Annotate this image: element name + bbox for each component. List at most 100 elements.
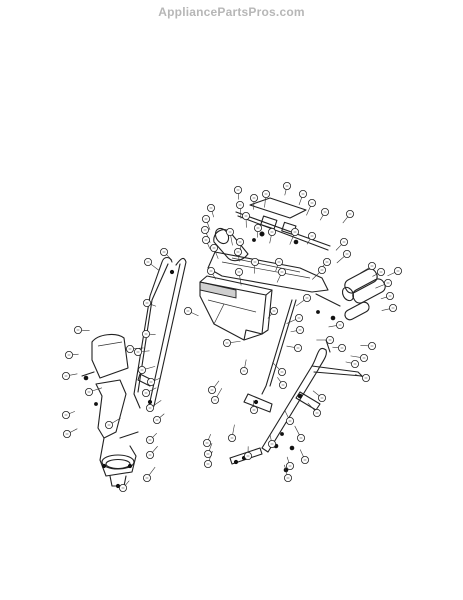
leader-line <box>312 272 320 280</box>
callout-bubble <box>320 207 329 216</box>
callout-bubble <box>325 335 334 344</box>
callout-bubble <box>62 410 71 419</box>
leader-line <box>350 355 361 358</box>
callout-bubble <box>133 347 142 356</box>
callout-bubble <box>342 249 351 258</box>
leader-line <box>380 296 387 300</box>
leader-line <box>145 366 156 370</box>
callout-bubble <box>267 439 276 448</box>
callout-bubble <box>145 435 154 444</box>
leader-line <box>208 443 213 451</box>
callout-bubble <box>388 303 397 312</box>
leader-line <box>342 216 348 224</box>
leader-line <box>336 256 345 264</box>
leader-line <box>312 390 320 396</box>
leader-line <box>272 362 280 370</box>
callout-bubble <box>335 320 344 329</box>
leader-line <box>269 235 272 244</box>
leader-line <box>298 197 303 206</box>
callout-bubble <box>300 455 309 464</box>
leader-line <box>191 312 199 317</box>
callout-bubble <box>203 459 212 468</box>
leader-line <box>92 387 103 392</box>
callout-bubble <box>142 473 151 482</box>
leader-line <box>159 413 165 418</box>
leader-line <box>230 340 241 343</box>
callout-bubble <box>290 227 299 236</box>
callout-bubble <box>210 395 219 404</box>
leader-line <box>360 267 370 274</box>
shift-rod <box>261 299 293 395</box>
callout-bubble <box>85 387 94 396</box>
callout-bubble <box>143 257 152 266</box>
callout-bubble <box>206 266 215 275</box>
callout-bubble <box>385 291 394 300</box>
callout-bubble <box>126 344 135 353</box>
callout-bubbles <box>62 181 402 492</box>
callout-bubble <box>393 266 402 275</box>
callout-bubble <box>141 388 150 397</box>
callout-bubble <box>274 257 283 266</box>
callout-bubble <box>201 235 210 244</box>
leader-line <box>206 222 211 231</box>
leader-line <box>345 361 352 364</box>
leader-line <box>387 272 395 277</box>
callout-bubble <box>298 189 307 198</box>
leader-line <box>154 377 160 381</box>
callout-bubble <box>278 380 287 389</box>
leader-line <box>141 350 150 352</box>
leader-line <box>238 255 240 262</box>
leader-line <box>286 456 290 463</box>
leader-line <box>264 197 266 208</box>
callout-bubble <box>141 329 150 338</box>
leader-line <box>286 345 295 348</box>
leader-line <box>354 374 363 378</box>
leader-line <box>125 480 130 486</box>
leader-line <box>284 410 289 418</box>
callout-bubble <box>233 185 242 194</box>
leader-line <box>215 251 219 259</box>
leader-line <box>150 263 159 271</box>
callout-bubble <box>225 227 234 236</box>
leader-line <box>70 428 78 433</box>
leader-line <box>295 299 305 307</box>
callout-bubble <box>249 405 258 414</box>
callout-bubble <box>250 257 259 266</box>
leader-line <box>294 425 300 435</box>
lower-handle-tube <box>229 299 363 473</box>
callout-bubble <box>293 343 302 352</box>
callout-bubble <box>62 371 71 380</box>
callout-bubble <box>183 306 192 315</box>
leader-line <box>213 380 220 388</box>
leader-line <box>306 206 311 216</box>
leader-line <box>152 446 158 453</box>
leader-line <box>307 402 315 411</box>
callout-bubble <box>152 415 161 424</box>
leader-line <box>284 464 288 475</box>
right-grip-assembly <box>315 268 386 321</box>
callout-bubble <box>159 247 168 256</box>
callout-bubble <box>339 237 348 246</box>
callout-bubble <box>285 416 294 425</box>
auger-housing-box <box>199 275 273 341</box>
callout-bubble <box>249 193 258 202</box>
leader-line <box>152 400 162 407</box>
callout-bubble <box>235 200 244 209</box>
grip-cylinder <box>213 229 249 262</box>
callout-bubble <box>253 223 262 232</box>
leader-line <box>150 303 157 307</box>
callout-bubble <box>145 450 154 459</box>
callout-bubble <box>376 267 385 276</box>
leader-line <box>148 466 156 476</box>
leader-line <box>244 359 247 368</box>
callout-bubble <box>383 278 392 287</box>
leader-line <box>152 432 158 438</box>
callout-bubble <box>241 211 250 220</box>
upper-handle-assembly <box>148 197 331 407</box>
discharge-chute <box>81 333 139 489</box>
leader-line <box>286 319 296 324</box>
leader-line <box>277 377 282 383</box>
leader-line <box>232 424 235 435</box>
leader-line <box>239 275 242 286</box>
leader-line <box>319 214 324 221</box>
